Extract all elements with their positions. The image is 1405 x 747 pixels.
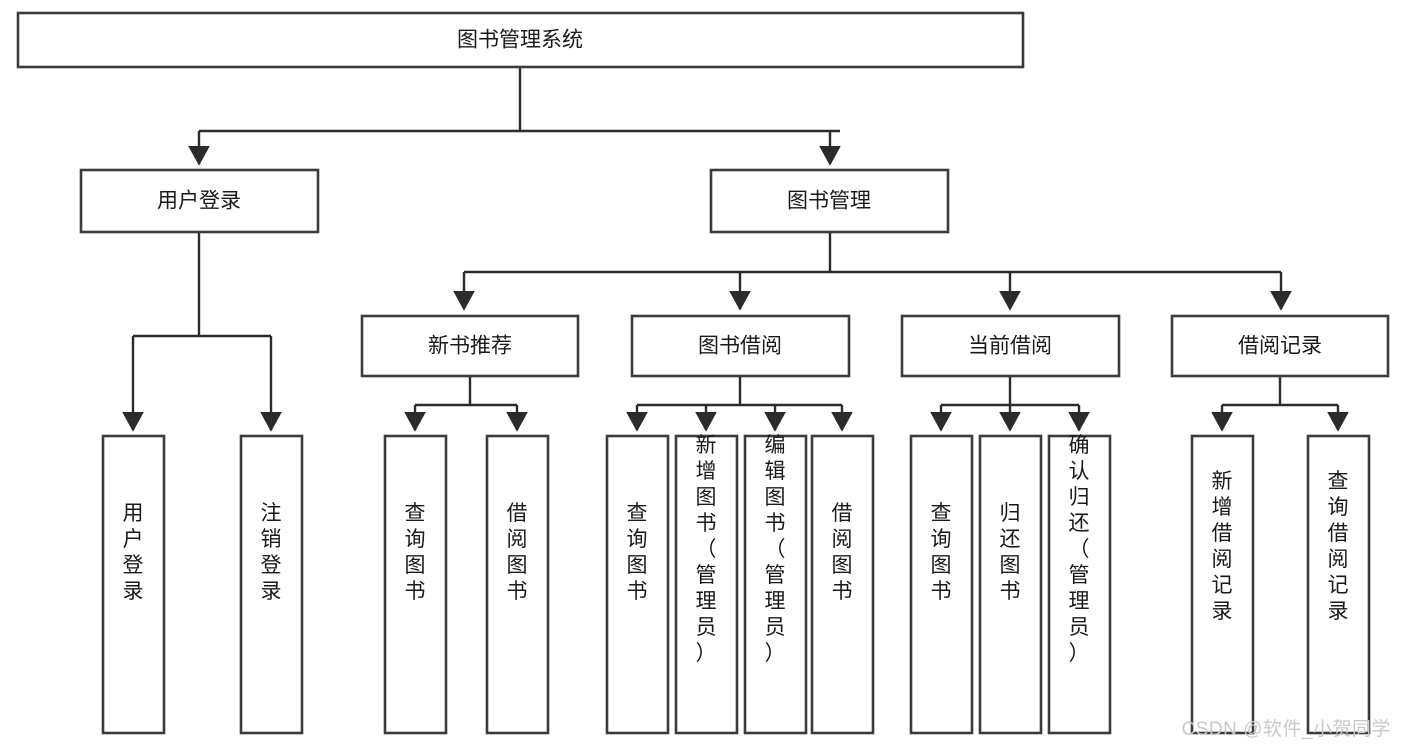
- node-root-system-label: 图书管理系统: [457, 29, 583, 52]
- node-leaf-edit-book-label: 编辑图书（管理员）: [765, 434, 786, 665]
- node-leaf-query-book-2-label: 查询图书: [627, 502, 648, 603]
- node-leaf-confirm-return-label: 确认归还（管理员）: [1069, 434, 1090, 665]
- node-current-borrow-label: 当前借阅: [968, 335, 1052, 358]
- node-leaf-add-book[interactable]: 新增图书（管理员）: [674, 434, 739, 735]
- edge-group-user-login: [122, 232, 282, 432]
- node-leaf-query-record[interactable]: 查询借阅记录: [1306, 434, 1371, 735]
- node-leaf-query-book-3-label: 查询图书: [931, 502, 952, 603]
- node-leaf-add-record[interactable]: 新增借阅记录: [1190, 434, 1255, 735]
- node-leaf-logout-label: 注销登录: [261, 502, 282, 603]
- node-leaf-query-book-1[interactable]: 查询图书: [383, 434, 448, 735]
- node-leaf-return-book-label: 归还图书: [1000, 502, 1021, 603]
- node-leaf-add-book-label: 新增图书（管理员）: [696, 434, 717, 665]
- node-leaf-query-book-3[interactable]: 查询图书: [909, 434, 974, 735]
- node-leaf-confirm-return[interactable]: 确认归还（管理员）: [1047, 434, 1112, 735]
- node-leaf-query-record-label: 查询借阅记录: [1328, 470, 1349, 623]
- node-leaf-borrow-book-2[interactable]: 借阅图书: [810, 434, 875, 735]
- node-book-management-label: 图书管理: [787, 190, 871, 213]
- edge-group-borrow-record: [1211, 376, 1349, 432]
- node-root-system[interactable]: 图书管理系统: [16, 11, 1025, 69]
- node-leaf-user-login[interactable]: 用户登录: [101, 434, 166, 735]
- edge-group-current-borrow: [930, 376, 1090, 432]
- node-leaf-query-book-2[interactable]: 查询图书: [605, 434, 670, 735]
- node-leaf-borrow-book-2-label: 借阅图书: [832, 502, 853, 603]
- node-leaf-borrow-book-1[interactable]: 借阅图书: [485, 434, 550, 735]
- node-book-borrow[interactable]: 图书借阅: [630, 314, 851, 378]
- node-leaf-borrow-book-1-label: 借阅图书: [507, 502, 528, 603]
- node-current-borrow[interactable]: 当前借阅: [900, 314, 1121, 378]
- node-new-book-recommend-label: 新书推荐: [428, 335, 512, 358]
- edge-group-root: [188, 67, 841, 166]
- node-leaf-query-book-1-label: 查询图书: [405, 502, 426, 603]
- node-new-book-recommend[interactable]: 新书推荐: [360, 314, 580, 378]
- node-book-borrow-label: 图书借阅: [698, 335, 782, 358]
- node-book-management[interactable]: 图书管理: [709, 168, 950, 234]
- node-borrow-record-label: 借阅记录: [1238, 335, 1322, 358]
- node-user-login-label: 用户登录: [157, 190, 241, 213]
- node-borrow-record[interactable]: 借阅记录: [1170, 314, 1390, 378]
- node-user-login[interactable]: 用户登录: [79, 168, 320, 234]
- edge-group-book-borrow: [626, 376, 853, 432]
- edge-group-new-book-recommend: [404, 376, 528, 432]
- node-leaf-edit-book[interactable]: 编辑图书（管理员）: [743, 434, 808, 735]
- edge-group-book-management: [453, 232, 1292, 311]
- node-leaf-add-record-label: 新增借阅记录: [1212, 470, 1233, 623]
- node-leaf-return-book[interactable]: 归还图书: [978, 434, 1043, 735]
- node-leaf-logout[interactable]: 注销登录: [239, 434, 304, 735]
- node-leaf-user-login-label: 用户登录: [123, 502, 144, 603]
